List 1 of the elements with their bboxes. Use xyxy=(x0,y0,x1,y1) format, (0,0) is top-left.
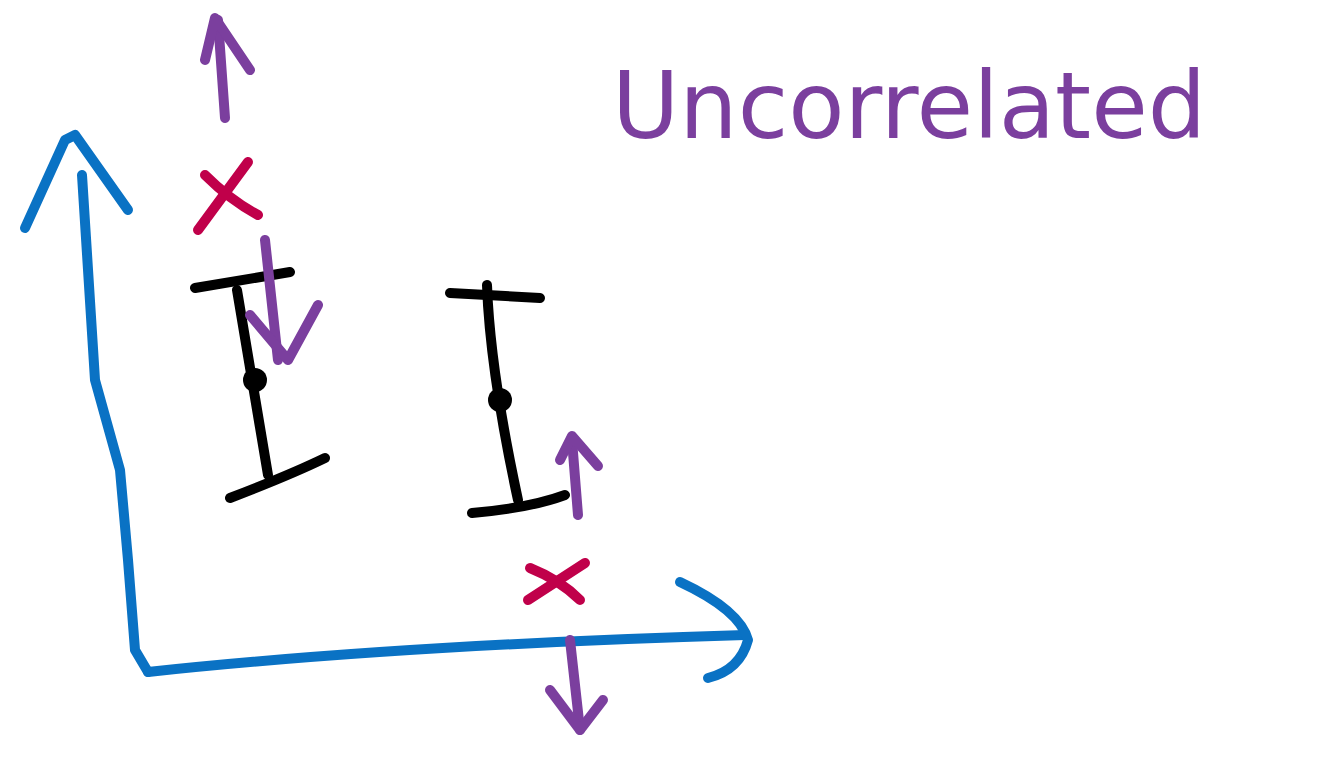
heading-label: Uncorrelated xyxy=(612,52,1208,162)
